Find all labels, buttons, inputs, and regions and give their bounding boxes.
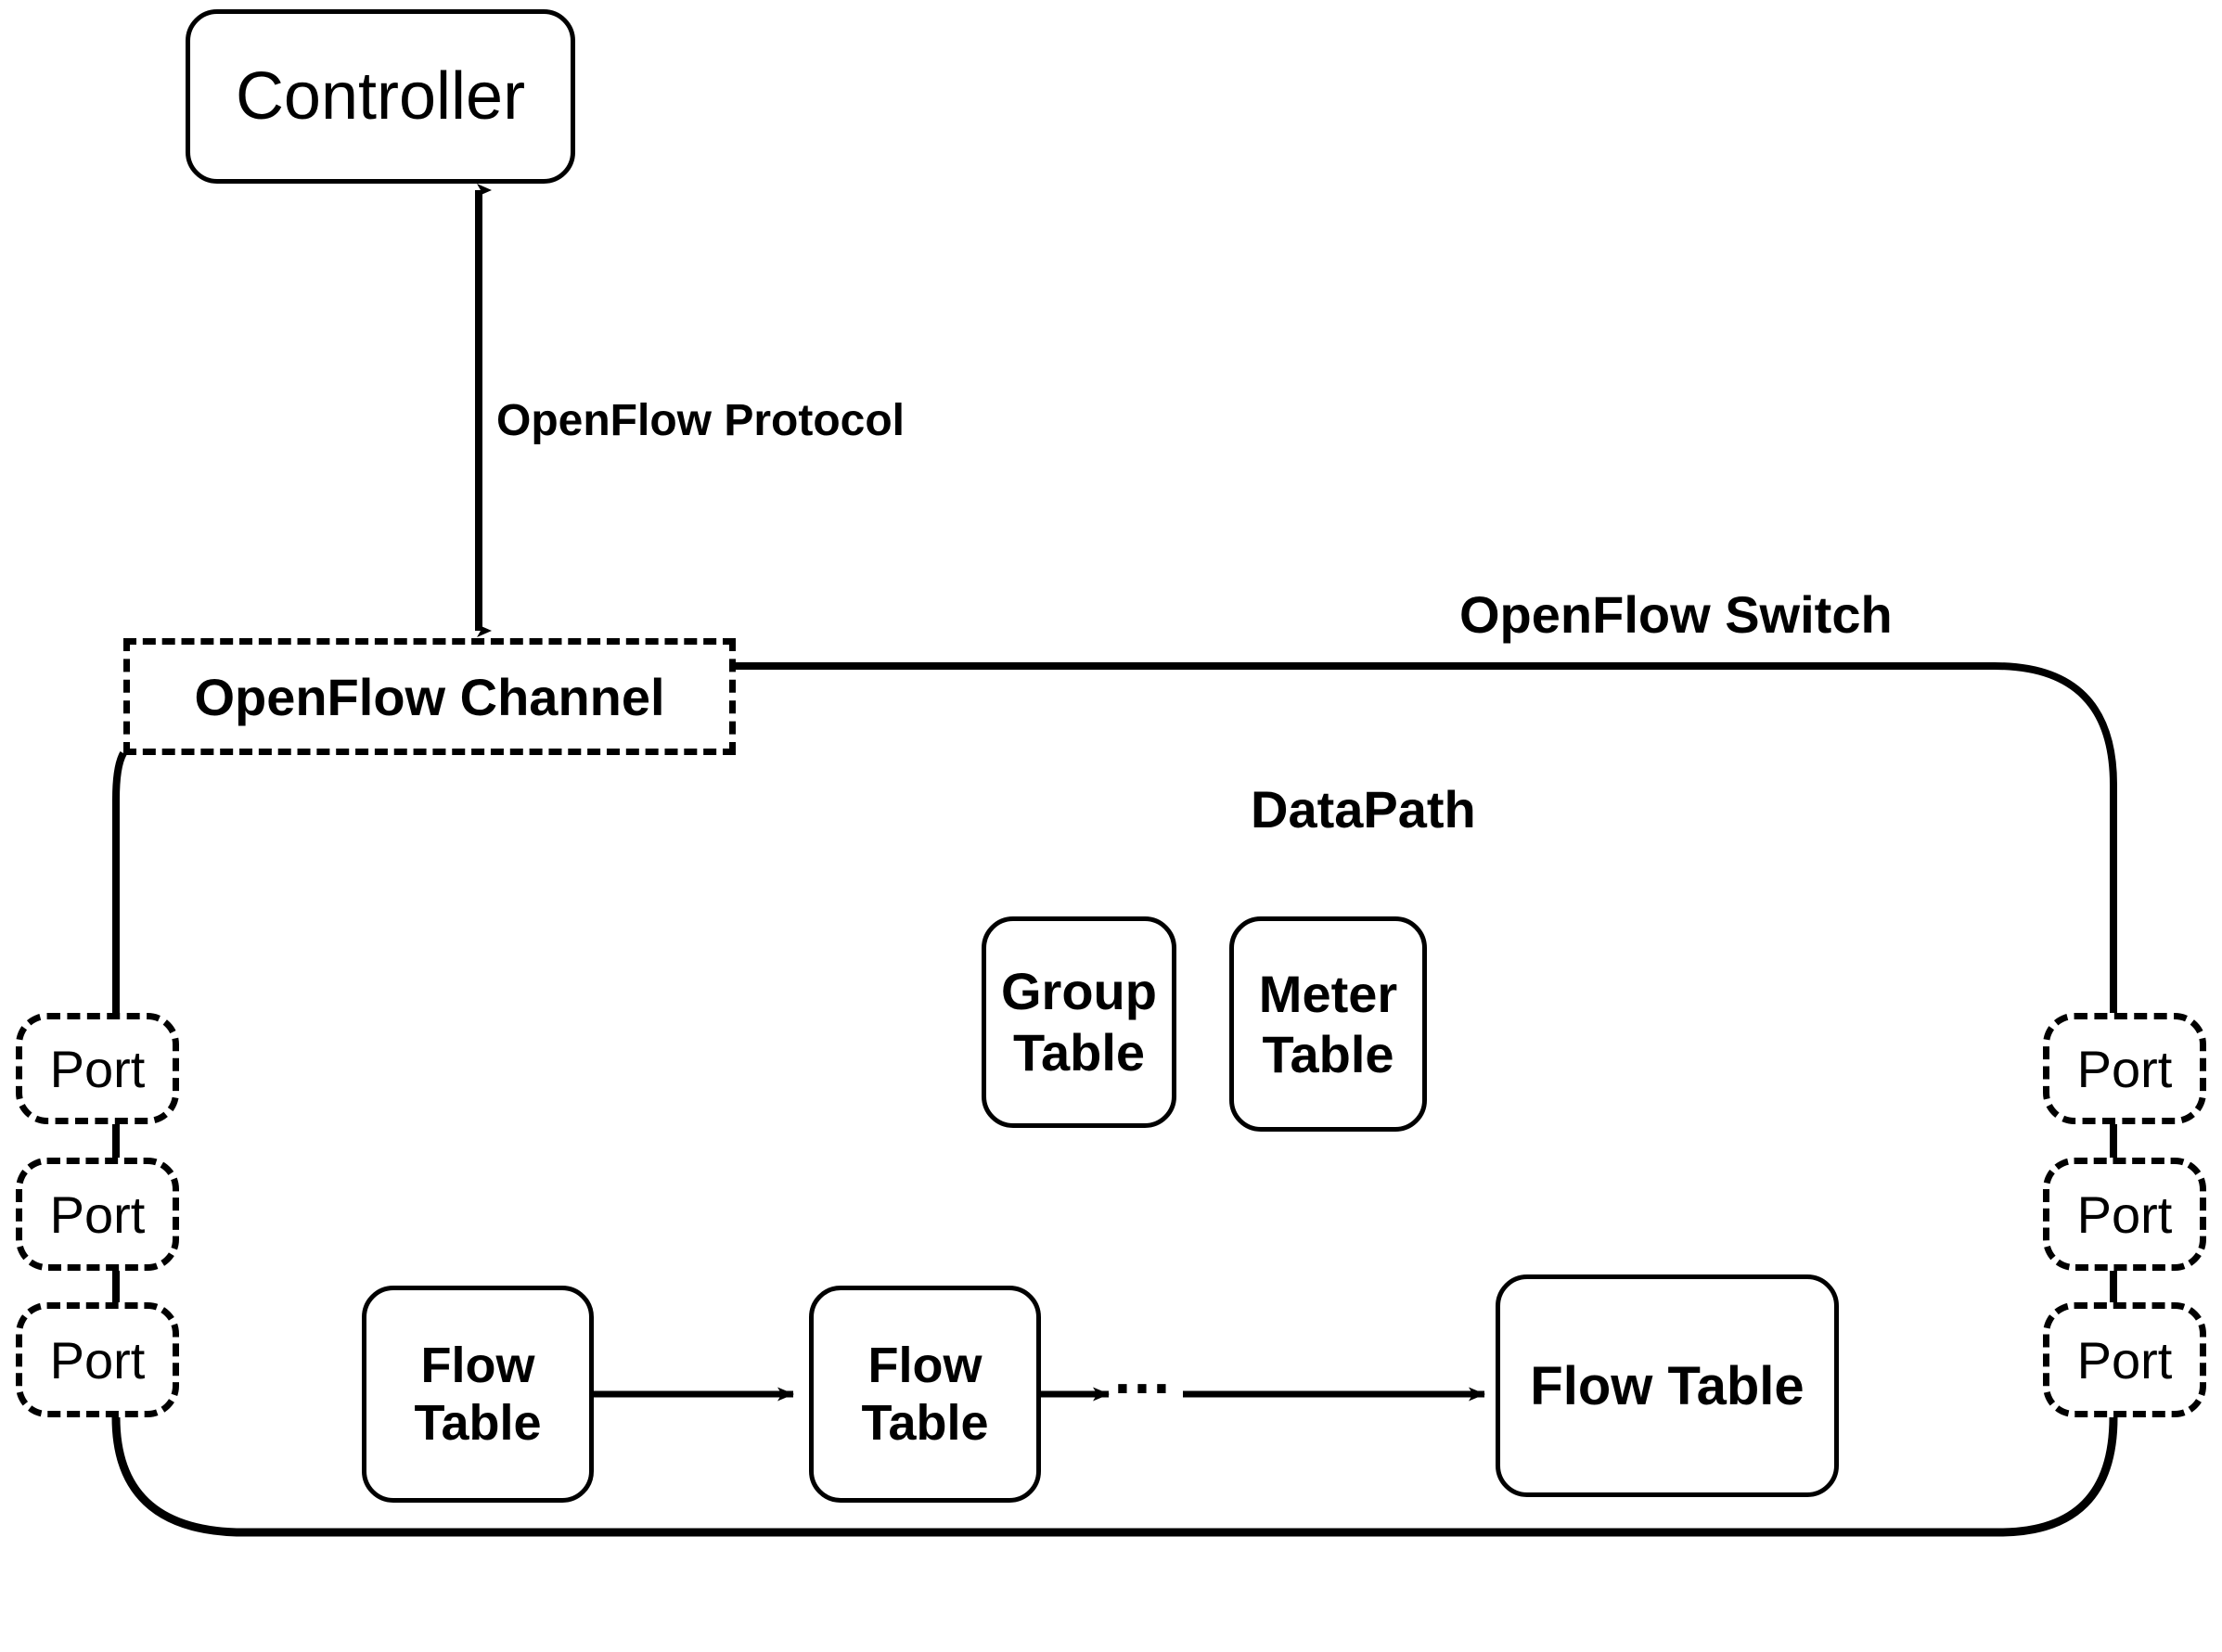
port-node-right-2[interactable]: Port	[2043, 1158, 2206, 1271]
flow-table-node-2[interactable]: Flow Table	[809, 1286, 1041, 1503]
group-table-node[interactable]: Group Table	[982, 916, 1176, 1128]
channel-to-right-ports-link	[736, 662, 2117, 1013]
bottom-loop-curve	[111, 1416, 2118, 1537]
channel-to-left-ports-link	[112, 751, 127, 1013]
group-table-label-line1: Group	[1001, 961, 1157, 1020]
port-node-left-1[interactable]: Port	[16, 1013, 179, 1124]
openflow-protocol-label: OpenFlow Protocol	[496, 396, 905, 445]
datapath-label: DataPath	[1251, 780, 1476, 839]
flow-table-node-3[interactable]: Flow Table	[1496, 1274, 1839, 1497]
controller-node[interactable]: Controller	[186, 9, 575, 184]
port-node-right-3[interactable]: Port	[2043, 1302, 2206, 1417]
group-table-label-line2: Table	[1012, 1023, 1146, 1082]
port-label-left-3: Port	[49, 1330, 146, 1389]
meter-table-label: Meter Table	[1258, 965, 1398, 1083]
openflow-channel-label: OpenFlow Channel	[194, 667, 665, 726]
flow-table-label-1: Flow Table	[414, 1338, 542, 1451]
meter-table-node[interactable]: Meter Table	[1229, 916, 1427, 1132]
openflow-channel-node[interactable]: OpenFlow Channel	[123, 638, 736, 755]
port-label-right-1: Port	[2076, 1039, 2173, 1098]
flow-table-label-2: Flow Table	[861, 1338, 989, 1451]
port-node-right-1[interactable]: Port	[2043, 1013, 2206, 1124]
flow-table-node-1[interactable]: Flow Table	[362, 1286, 594, 1503]
flow-table-ellipsis: …	[1111, 1338, 1176, 1406]
port-label-right-2: Port	[2076, 1185, 2173, 1244]
port-label-left-1: Port	[49, 1039, 146, 1098]
port-label-right-3: Port	[2076, 1330, 2173, 1389]
port-label-left-2: Port	[49, 1185, 146, 1244]
flow-table-label-3: Flow Table	[1530, 1355, 1805, 1416]
openflow-switch-label: OpenFlow Switch	[1459, 585, 1893, 644]
controller-label: Controller	[235, 59, 526, 134]
port-node-left-3[interactable]: Port	[16, 1302, 179, 1417]
port-node-left-2[interactable]: Port	[16, 1158, 179, 1271]
